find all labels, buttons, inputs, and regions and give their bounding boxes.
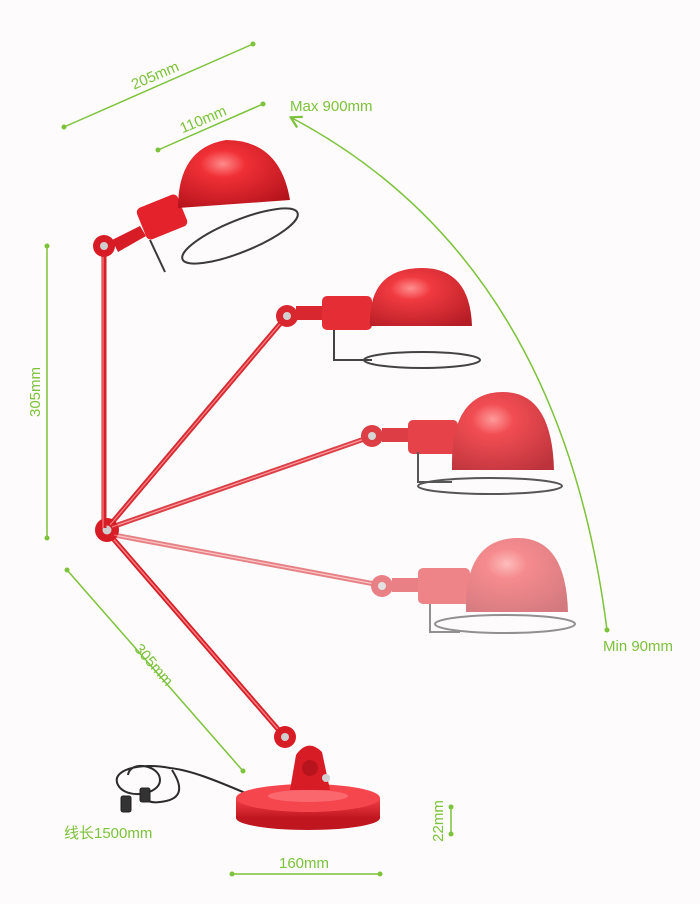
dim-base-diameter-label: 160mm <box>279 855 329 872</box>
dim-min-reach-label: Min 90mm <box>603 638 673 655</box>
lower-arm <box>95 518 296 748</box>
dim-lower-arm-label: 305mm <box>131 641 177 690</box>
lamp-position-4 <box>113 532 576 634</box>
lamp-position-2 <box>108 268 481 527</box>
dim-max-reach-label: Max 900mm <box>290 98 373 115</box>
power-cord <box>115 764 251 813</box>
dimension-lines <box>44 41 610 877</box>
dim-base-height-label: 22mm <box>430 800 447 842</box>
lamp-position-1 <box>93 140 299 528</box>
dim-cord-length-label: 线长1500mm <box>64 825 152 842</box>
lamp-base <box>236 745 380 830</box>
lamp-position-3 <box>111 392 563 530</box>
dim-110mm-label: 110mm <box>177 102 229 137</box>
dim-upper-arm-label: 305mm <box>27 367 44 417</box>
dim-205mm-label: 205mm <box>129 58 182 93</box>
